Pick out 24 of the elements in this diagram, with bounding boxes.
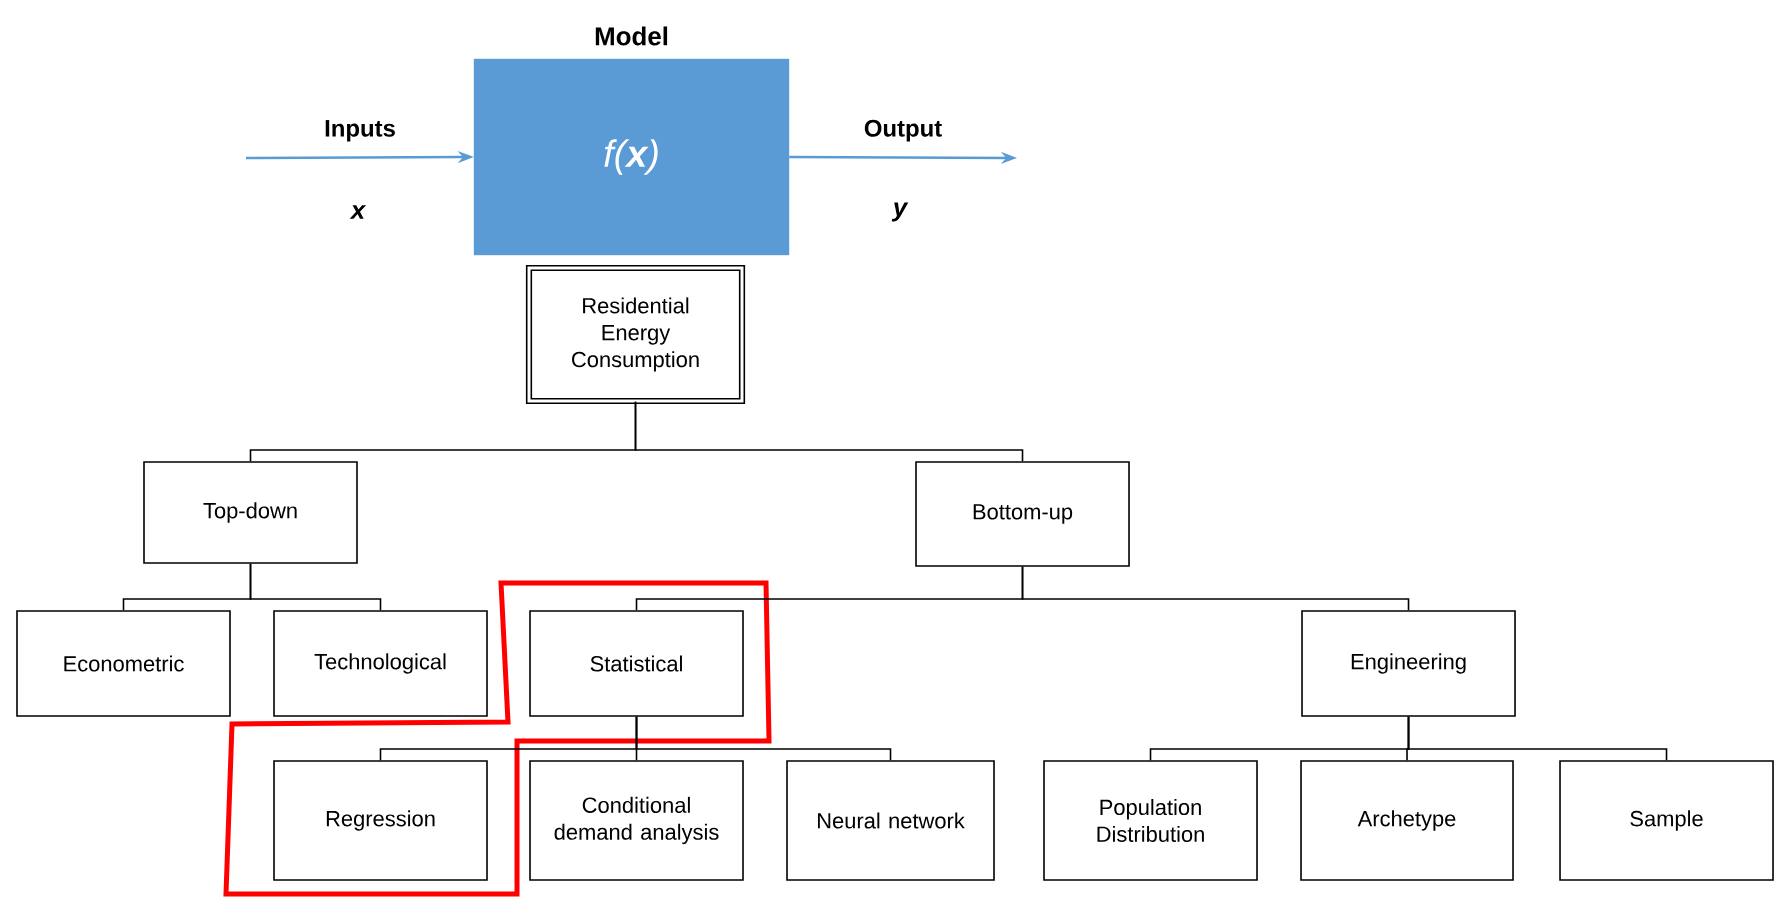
connector-line <box>1407 716 1668 761</box>
model-box: f(x) <box>473 58 790 256</box>
category-box: Residential Energy Consumption <box>525 264 746 405</box>
category-box: Archetype <box>1300 760 1514 881</box>
category-box: Neural network <box>786 760 995 881</box>
connector-line <box>634 401 1024 462</box>
connector-line <box>1021 566 1410 611</box>
category-box: Engineering <box>1301 610 1516 717</box>
box-heading: Model <box>595 26 668 46</box>
variable-label: y <box>891 202 909 222</box>
category-box: Population Distribution <box>1043 760 1258 881</box>
variable-label: x <box>349 205 367 219</box>
edge-label: Output <box>864 119 942 142</box>
category-box: Bottom-up <box>915 461 1130 567</box>
category-box: Conditional demand analysis <box>529 760 744 881</box>
category-box: Statistical <box>529 610 744 717</box>
category-box: Top-down <box>143 461 358 564</box>
category-box: Sample <box>1559 760 1774 881</box>
connector-line <box>635 716 892 761</box>
category-box: Econometric <box>16 610 231 717</box>
connector-line <box>249 563 382 611</box>
category-box: Technological <box>273 610 488 717</box>
edge-label: Inputs <box>325 120 395 142</box>
category-box: Regression <box>273 760 488 881</box>
